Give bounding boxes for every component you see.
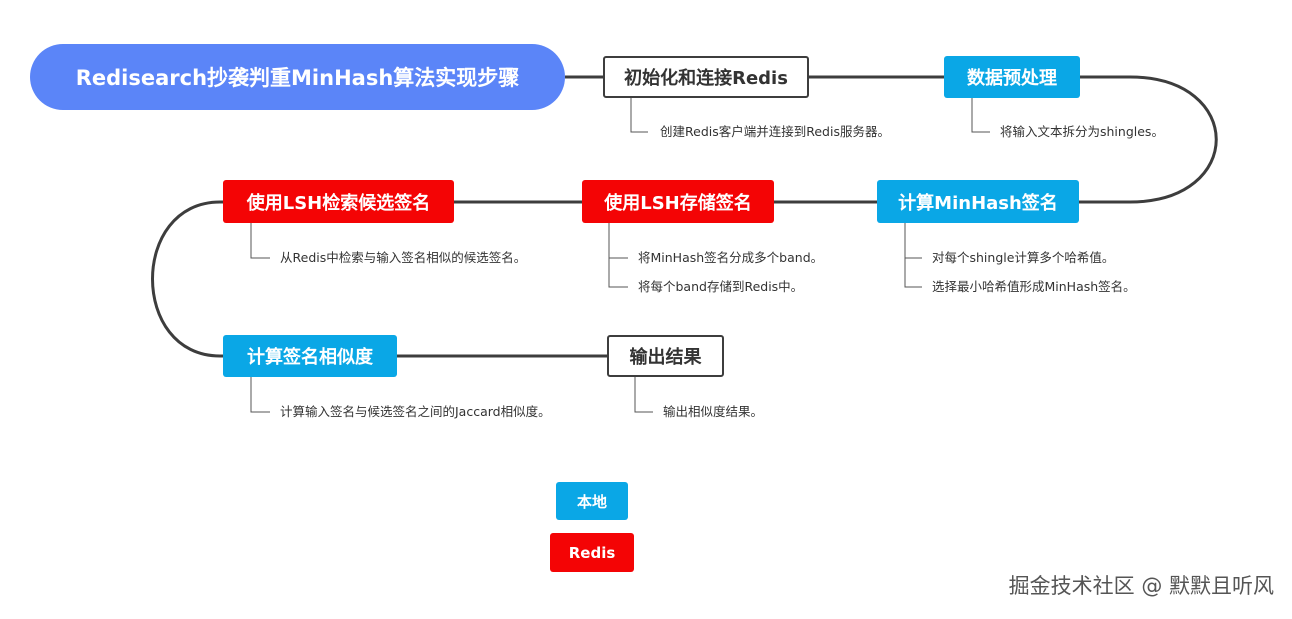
step-output: 输出结果 — [607, 335, 724, 377]
note-connector-similarity — [250, 377, 270, 413]
note-similarity: 计算输入签名与候选签名之间的Jaccard相似度。 — [280, 404, 551, 419]
note-search-lsh: 从Redis中检索与输入签名相似的候选签名。 — [280, 250, 527, 265]
step-store-lsh: 使用LSH存储签名 — [582, 180, 774, 223]
watermark: 掘金技术社区 @ 默默且听风 — [1008, 574, 1274, 598]
note-connector-compute — [904, 223, 922, 288]
note-compute-sig-2: 选择最小哈希值形成MinHash签名。 — [932, 279, 1136, 294]
legend-redis: Redis — [550, 533, 634, 572]
note-connector-store — [608, 223, 628, 288]
step-compute-similarity: 计算签名相似度 — [223, 335, 397, 377]
note-output: 输出相似度结果。 — [663, 404, 764, 419]
note-preprocess: 将输入文本拆分为shingles。 — [1000, 124, 1164, 139]
step-search-lsh: 使用LSH检索候选签名 — [223, 180, 454, 223]
note-store-lsh-2: 将每个band存储到Redis中。 — [638, 279, 804, 294]
note-init: 创建Redis客户端并连接到Redis服务器。 — [660, 124, 890, 139]
note-connector-search — [250, 223, 270, 259]
note-connector-init — [630, 98, 648, 133]
note-compute-sig-1: 对每个shingle计算多个哈希值。 — [932, 250, 1115, 265]
note-store-lsh-1: 将MinHash签名分成多个band。 — [638, 250, 824, 265]
legend-local: 本地 — [556, 482, 628, 520]
step-init-redis: 初始化和连接Redis — [603, 56, 809, 98]
note-connector-preprocess — [971, 98, 990, 133]
step-preprocess: 数据预处理 — [944, 56, 1080, 98]
step-compute-minhash: 计算MinHash签名 — [877, 180, 1079, 223]
diagram-title: Redisearch抄袭判重MinHash算法实现步骤 — [30, 44, 565, 110]
note-connector-output — [634, 377, 653, 413]
